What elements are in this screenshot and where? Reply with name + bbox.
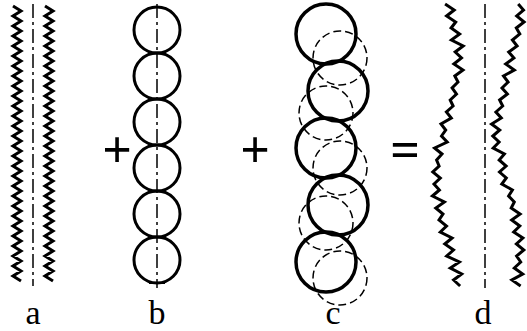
- zigzag-strand: [13, 4, 53, 286]
- zigzag-line: [45, 6, 53, 281]
- jagged-line: [492, 4, 524, 286]
- panel-letter: a: [25, 296, 40, 330]
- dashed-circle: [299, 86, 353, 140]
- panel-letter: c: [325, 296, 340, 330]
- chain-circle: [296, 4, 356, 64]
- chain-circle: [308, 61, 368, 121]
- wavy-circle-chain: [296, 4, 368, 305]
- panel-letter: d: [475, 296, 492, 330]
- center-line: [32, 4, 34, 286]
- dashed-circle: [313, 141, 367, 195]
- circle-chain: [134, 4, 180, 288]
- dashed-circle: [313, 31, 367, 85]
- chain-circle: [296, 118, 356, 178]
- chain-circle: [308, 175, 368, 235]
- dashed-circle: [299, 196, 353, 250]
- panel-letter: b: [149, 296, 166, 330]
- jagged-strand: [432, 4, 524, 288]
- operator-symbol: +: [102, 124, 132, 176]
- zigzag-line: [13, 6, 21, 281]
- operator-symbol: +: [240, 124, 270, 176]
- center-line: [156, 4, 158, 288]
- operator-symbol: =: [390, 124, 420, 176]
- center-line: [484, 4, 486, 288]
- jagged-line: [432, 4, 463, 286]
